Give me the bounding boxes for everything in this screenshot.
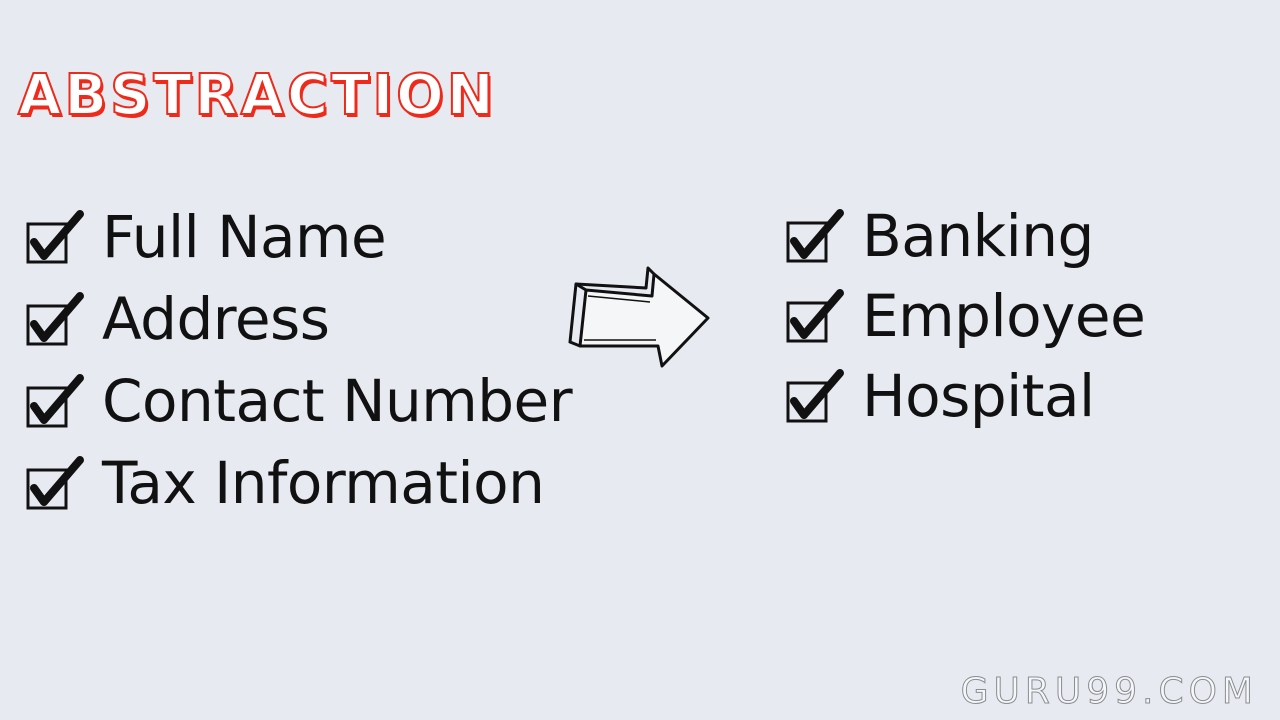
list-item-label: Banking [862,202,1094,270]
list-item-label: Full Name [102,203,387,271]
list-item: Employee [784,276,1146,356]
list-item: Contact Number [24,360,573,442]
checkbox-checked-icon [26,210,84,264]
list-item-label: Employee [862,282,1146,350]
list-item-label: Contact Number [102,367,573,435]
application-list: Banking Employee Hospital [784,196,1146,436]
list-item-label: Tax Information [102,449,545,517]
checkbox-checked-icon [786,209,844,263]
list-item: Address [24,278,572,360]
watermark: GURU99.COM [960,671,1258,712]
checkbox-checked-icon [26,292,84,346]
checkbox-checked-icon [26,456,84,510]
list-item: Hospital [784,356,1145,436]
list-item-label: Hospital [862,362,1095,430]
checkbox-checked-icon [26,374,84,428]
checkbox-checked-icon [786,369,844,423]
page-title: ABSTRACTION [17,63,497,128]
checkbox-checked-icon [786,289,844,343]
right-arrow-icon [568,266,710,368]
list-item: Tax Information [24,442,572,524]
attribute-list: Full Name Address Contact Number Tax Inf… [24,196,573,524]
list-item: Banking [784,196,1145,276]
list-item: Full Name [24,196,572,278]
list-item-label: Address [102,285,330,353]
